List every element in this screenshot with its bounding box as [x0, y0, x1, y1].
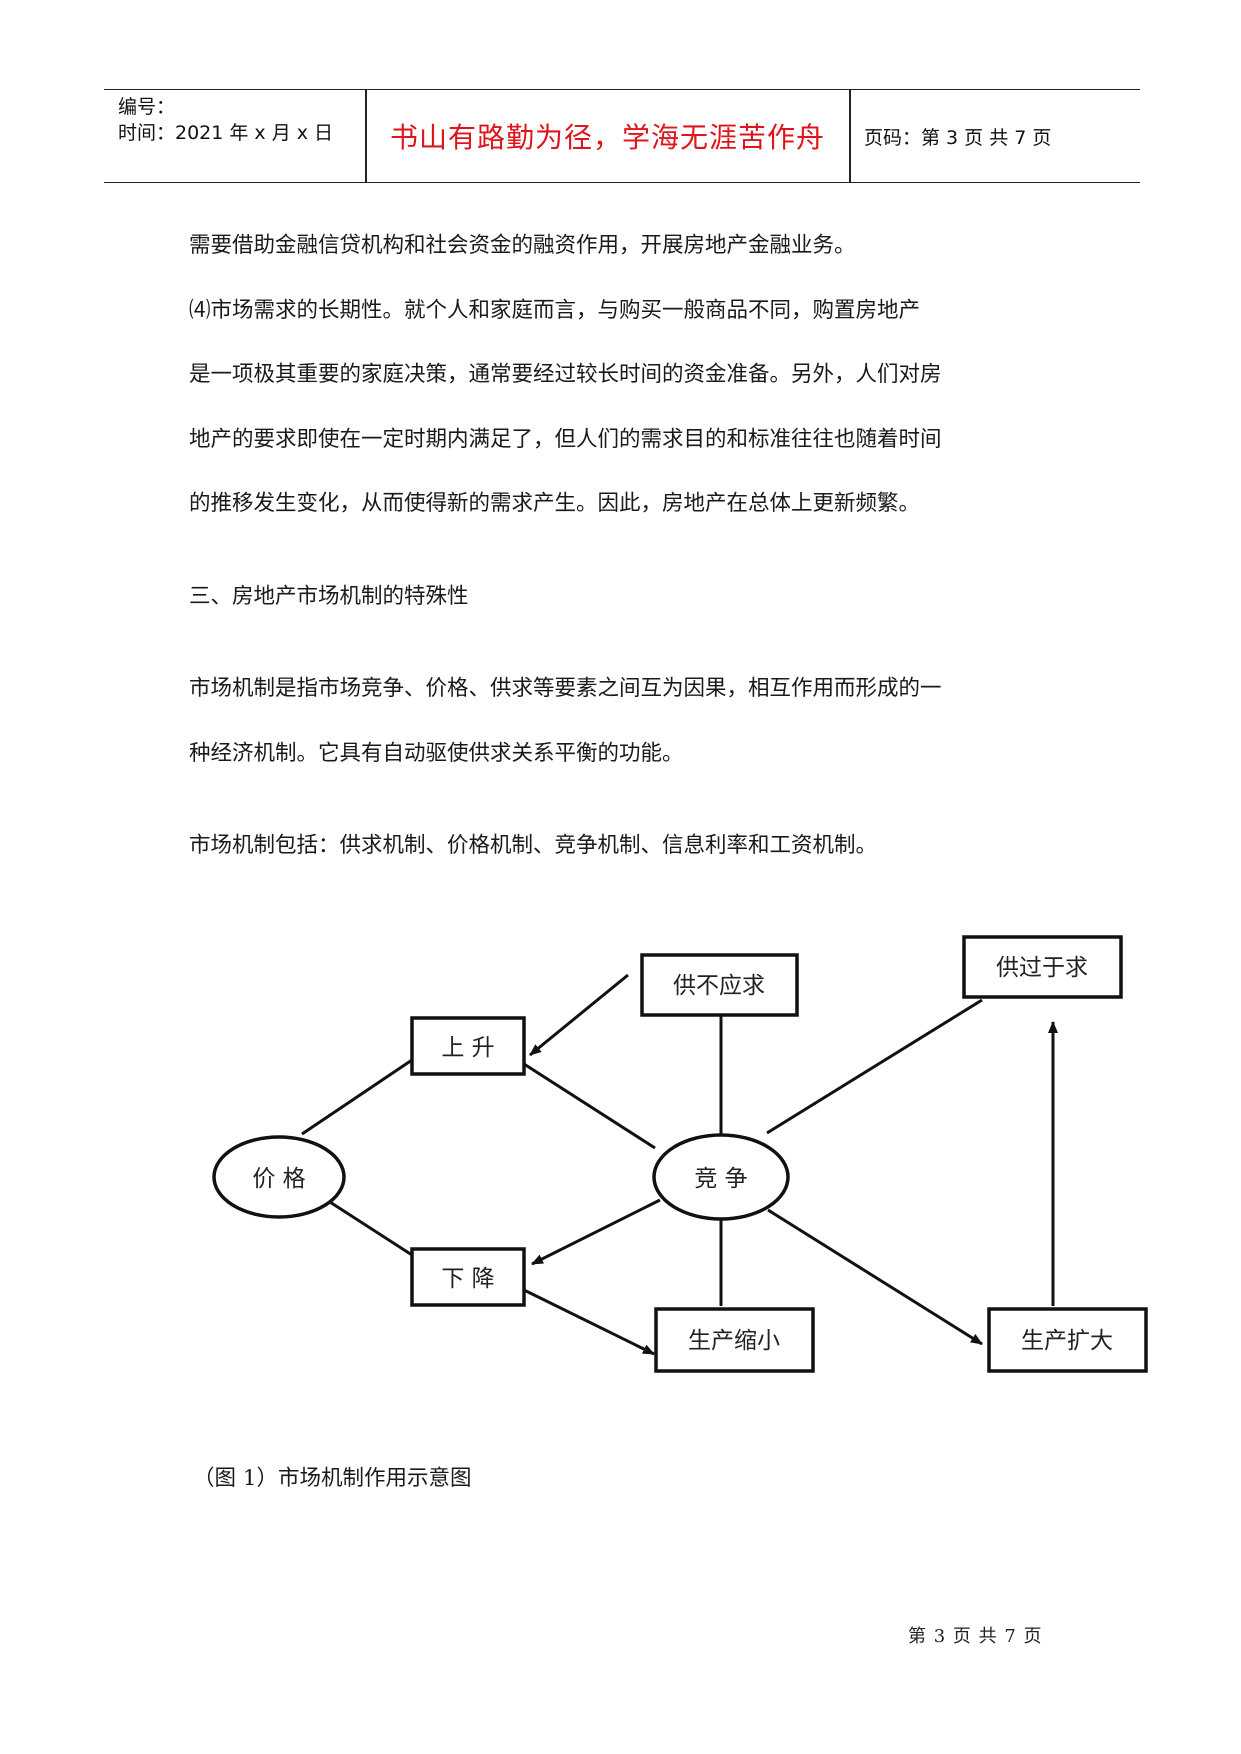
- edge-price-rise: [301, 1058, 413, 1136]
- node-price-label: 价 格: [252, 1166, 305, 1192]
- header-number-label: 编号：: [118, 96, 176, 118]
- paragraph-line: 地产的要求即使在一定时期内满足了，但人们的需求目的和标准往往也随着时间: [189, 426, 942, 452]
- node-shrink-label: 生产缩小: [688, 1328, 780, 1354]
- header-motto: 书山有路勤为径，学海无涯苦作舟: [389, 121, 825, 154]
- header-divider: [365, 90, 367, 182]
- page-footer: 第 3 页 共 7 页: [908, 1626, 1043, 1647]
- node-competition: [652, 1133, 790, 1221]
- header-page-label: 页码：第 3 页 共 7 页: [864, 126, 1052, 149]
- diagram-nodes: 价 格 上 升 下 降 竞 争 供不应求 供过于求 生产缩小 生产扩大: [212, 935, 1148, 1373]
- node-shrink: [654, 1307, 815, 1373]
- node-fall-label: 下 降: [441, 1266, 494, 1292]
- header-time-label: 时间：2021 年 x 月 x 日: [118, 122, 334, 144]
- figure-caption: （图 1）市场机制作用示意图: [193, 1466, 472, 1491]
- node-price: [212, 1135, 346, 1219]
- paragraph-line: 的推移发生变化，从而使得新的需求产生。因此，房地产在总体上更新频繁。: [189, 491, 921, 516]
- page-header: 编号： 时间：2021 年 x 月 x 日 书山有路勤为径，学海无涯苦作舟 页码…: [104, 89, 1140, 183]
- edge-undersupply-rise: [529, 973, 629, 1057]
- node-expand-label: 生产扩大: [1021, 1328, 1113, 1354]
- section-heading: 三、房地产市场机制的特殊性: [189, 583, 469, 609]
- paragraph-line: 种经济机制。它具有自动驱使供求关系平衡的功能。: [189, 740, 684, 766]
- node-oversupply-label: 供过于求: [996, 955, 1088, 981]
- edge-rise-competition: [523, 1062, 656, 1150]
- paragraph-line: 市场机制包括：供求机制、价格机制、竞争机制、信息利率和工资机制。: [189, 833, 878, 858]
- document-body: 需要借助金融信贷机构和社会资金的融资作用，开展房地产金融业务。 ⑷市场需求的长期…: [189, 214, 1059, 879]
- header-meta: 编号： 时间：2021 年 x 月 x 日: [118, 94, 358, 146]
- node-undersupply: [640, 953, 799, 1017]
- edge-competition-fall: [531, 1198, 661, 1266]
- edge-competition-expand: [767, 1208, 983, 1346]
- paragraph-line: ⑷市场需求的长期性。就个人和家庭而言，与购买一般商品不同，购置房地产: [189, 297, 921, 323]
- node-expand: [987, 1307, 1148, 1373]
- node-rise: [410, 1016, 526, 1076]
- node-fall: [410, 1247, 526, 1307]
- edge-competition-oversupply: [766, 998, 983, 1135]
- paragraph-line: 需要借助金融信贷机构和社会资金的融资作用，开展房地产金融业务。: [189, 233, 856, 258]
- paragraph-line: 市场机制是指市场竞争、价格、供求等要素之间互为因果，相互作用而形成的一: [189, 676, 942, 701]
- node-competition-label: 竞 争: [694, 1166, 747, 1192]
- header-divider: [849, 90, 851, 182]
- node-rise-label: 上 升: [441, 1035, 494, 1061]
- node-undersupply-label: 供不应求: [673, 973, 765, 999]
- paragraph-line: 是一项极其重要的家庭决策，通常要经过较长时间的资金准备。另外，人们对房: [189, 362, 942, 387]
- node-oversupply: [962, 935, 1123, 999]
- edge-fall-shrink: [523, 1288, 655, 1356]
